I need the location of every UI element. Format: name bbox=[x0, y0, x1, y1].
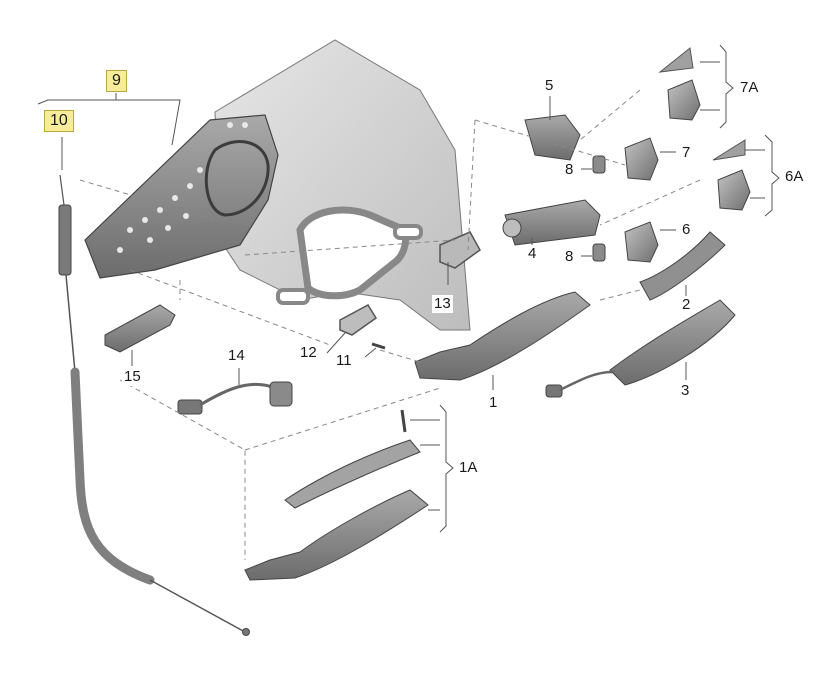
lock-carrier bbox=[524, 114, 581, 161]
callout-6: 6 bbox=[680, 221, 693, 239]
callout-2: 2 bbox=[680, 296, 693, 314]
wiring-harness bbox=[177, 381, 293, 415]
door-panel bbox=[214, 39, 471, 331]
handle-gasket bbox=[339, 304, 378, 336]
bowden-cable bbox=[58, 174, 250, 636]
callout-12: 12 bbox=[298, 344, 319, 362]
callout-1a: 1A bbox=[457, 459, 480, 477]
sensor-handle bbox=[545, 299, 736, 398]
callout-7: 7 bbox=[680, 144, 693, 162]
handle-end-caps bbox=[624, 47, 751, 263]
door-handle bbox=[414, 291, 591, 381]
handle-assembly bbox=[244, 409, 429, 581]
bracket-plate bbox=[439, 231, 481, 269]
callout-6a: 6A bbox=[783, 168, 806, 186]
callout-8-upper: 8 bbox=[563, 161, 576, 179]
wiring-connector bbox=[104, 304, 176, 353]
callout-13: 13 bbox=[432, 295, 453, 313]
assembly-dashed-lines bbox=[79, 89, 701, 560]
callout-4: 4 bbox=[526, 245, 539, 263]
callout-5: 5 bbox=[543, 77, 556, 95]
callout-8-lower: 8 bbox=[563, 248, 576, 266]
callout-1: 1 bbox=[487, 394, 500, 412]
handle-seal bbox=[639, 231, 726, 301]
callout-14: 14 bbox=[226, 347, 247, 365]
callout-9: 9 bbox=[106, 70, 127, 92]
callout-10: 10 bbox=[44, 110, 74, 132]
screw bbox=[371, 342, 386, 350]
door-carrier-frame bbox=[84, 114, 279, 279]
leader-lines bbox=[37, 44, 780, 533]
callout-3: 3 bbox=[679, 382, 692, 400]
callout-15: 15 bbox=[122, 368, 143, 386]
lock-cylinder bbox=[502, 199, 601, 246]
callout-7a: 7A bbox=[738, 79, 761, 97]
callout-11: 11 bbox=[334, 352, 354, 370]
retaining-clips bbox=[592, 155, 606, 262]
